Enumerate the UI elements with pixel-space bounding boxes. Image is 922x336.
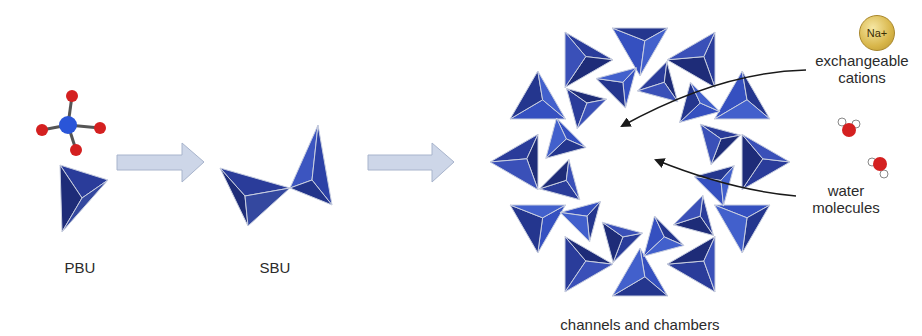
leader-arrow [622, 70, 806, 126]
caption-label: SBU [235, 259, 315, 276]
caption-label: water molecules [806, 182, 886, 216]
tetrahedron-face [510, 71, 542, 119]
cation-symbol: Na+ [867, 27, 888, 39]
caption-label: exchangeable cations [808, 52, 916, 86]
sbu-tetrahedra [220, 125, 332, 226]
tetrahedron-face [690, 82, 719, 111]
tetrahedron-face [566, 160, 579, 200]
tetrahedron-face [538, 71, 566, 119]
pbu-tetrahedron [60, 165, 108, 232]
pbu-molecule [36, 90, 106, 156]
tetrahedron-face [667, 32, 715, 60]
tetrahedron-face [742, 205, 770, 253]
tetrahedron-face [577, 99, 606, 128]
tetrahedron-face [596, 79, 625, 108]
tetrahedron-face [715, 205, 748, 253]
block-arrow [117, 143, 204, 182]
tetrahedron-face [715, 100, 770, 119]
tetrahedron-face [673, 195, 702, 224]
leader-arrow [656, 160, 796, 196]
tetrahedron-face [565, 32, 586, 87]
cation-sphere: Na+ [859, 15, 895, 51]
block-arrow [368, 143, 454, 182]
tetrahedron-face [742, 134, 790, 162]
tetrahedron-face [560, 212, 589, 241]
tetrahedron-face [602, 222, 642, 237]
water-molecule [838, 118, 888, 178]
tetrahedron-face [565, 261, 613, 292]
caption-label: PBU [40, 259, 120, 276]
tetrahedron-face [510, 205, 565, 218]
caption-label: channels and chambers [535, 316, 745, 333]
tetrahedron-face [638, 82, 678, 101]
tetrahedron-face [596, 68, 636, 83]
tetrahedron-face [704, 237, 715, 292]
tetrahedron-face [700, 124, 721, 164]
zeolite-framework [490, 28, 790, 296]
tetrahedron-face [540, 160, 569, 189]
tetrahedron-face [546, 118, 567, 158]
tetrahedron-face [490, 159, 538, 190]
tetrahedron-face [644, 237, 684, 256]
